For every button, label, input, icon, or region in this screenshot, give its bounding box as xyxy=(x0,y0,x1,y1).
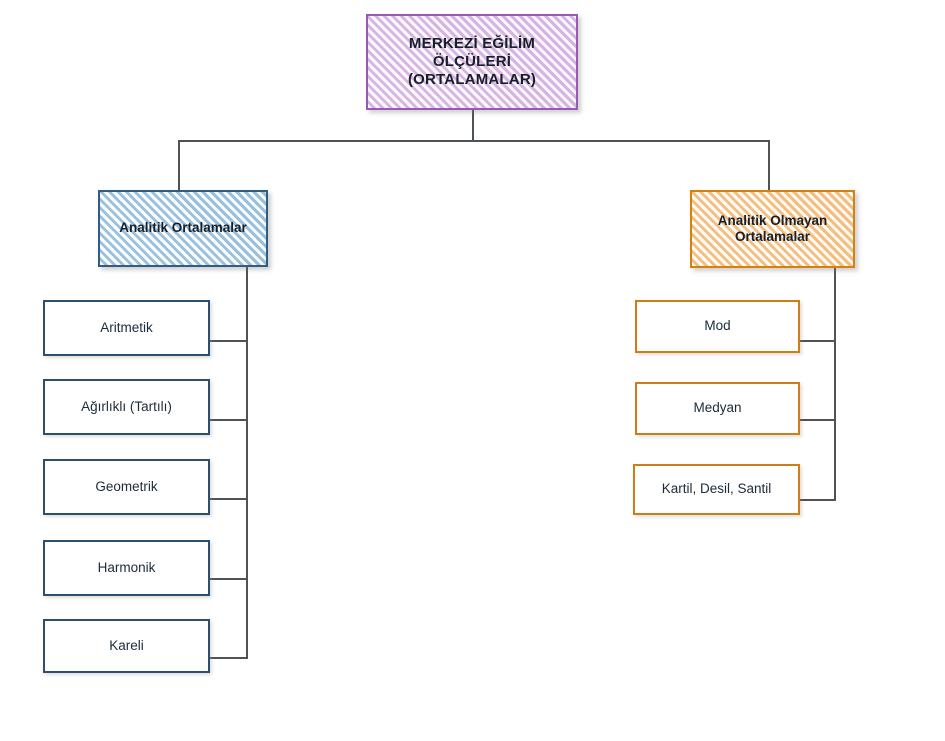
node-leaf-kareli[interactable]: Kareli xyxy=(43,619,210,673)
node-leaf-agirlikli[interactable]: Ağırlıklı (Tartılı) xyxy=(43,379,210,435)
node-root-line3: (ORTALAMALAR) xyxy=(407,71,537,89)
node-leaf-kartil-desil-santil[interactable]: Kartil, Desil, Santil xyxy=(633,464,800,515)
node-leaf-medyan[interactable]: Medyan xyxy=(635,382,800,435)
node-leaf-mod-label: Mod xyxy=(704,318,731,334)
node-branch-analitik-olmayan[interactable]: Analitik Olmayan Ortalamalar xyxy=(690,190,855,268)
node-leaf-agirlikli-label: Ağırlıklı (Tartılı) xyxy=(81,398,172,414)
node-branch-analitik-olmayan-line1: Analitik Olmayan xyxy=(717,212,828,228)
node-root-line2: ÖLÇÜLERİ xyxy=(432,52,512,70)
connector-root-bar xyxy=(178,140,770,142)
connector-right-rung-2 xyxy=(798,419,836,421)
node-branch-analitik-olmayan-line2: Ortalamalar xyxy=(734,229,811,244)
connector-root-stem xyxy=(472,110,474,142)
node-leaf-harmonik-label: Harmonik xyxy=(97,559,156,575)
connector-to-branch-left xyxy=(178,140,180,192)
connector-left-trunk xyxy=(246,267,248,659)
node-leaf-medyan-label: Medyan xyxy=(693,400,742,416)
connector-right-rung-3 xyxy=(798,499,836,501)
node-leaf-kartil-desil-santil-label: Kartil, Desil, Santil xyxy=(661,481,772,497)
node-leaf-geometrik-label: Geometrik xyxy=(95,478,158,494)
node-leaf-aritmetik-label: Aritmetik xyxy=(100,319,153,335)
node-leaf-mod[interactable]: Mod xyxy=(635,300,800,353)
node-leaf-aritmetik[interactable]: Aritmetik xyxy=(43,300,210,356)
node-branch-analitik[interactable]: Analitik Ortalamalar xyxy=(98,190,268,267)
connector-right-trunk xyxy=(834,268,836,501)
connector-left-rung-2 xyxy=(208,419,248,421)
node-leaf-kareli-label: Kareli xyxy=(109,637,144,653)
connector-left-rung-5 xyxy=(208,657,248,659)
node-root[interactable]: MERKEZİ EĞİLİM ÖLÇÜLERİ (ORTALAMALAR) xyxy=(366,14,578,110)
node-leaf-geometrik[interactable]: Geometrik xyxy=(43,459,210,515)
connector-left-rung-3 xyxy=(208,498,248,500)
node-branch-analitik-label: Analitik Ortalamalar xyxy=(119,220,247,236)
node-root-line1: MERKEZİ EĞİLİM xyxy=(408,34,536,52)
connector-left-rung-1 xyxy=(208,340,248,342)
connector-to-branch-right xyxy=(768,140,770,192)
node-leaf-harmonik[interactable]: Harmonik xyxy=(43,540,210,596)
connector-right-rung-1 xyxy=(798,340,836,342)
connector-left-rung-4 xyxy=(208,578,248,580)
